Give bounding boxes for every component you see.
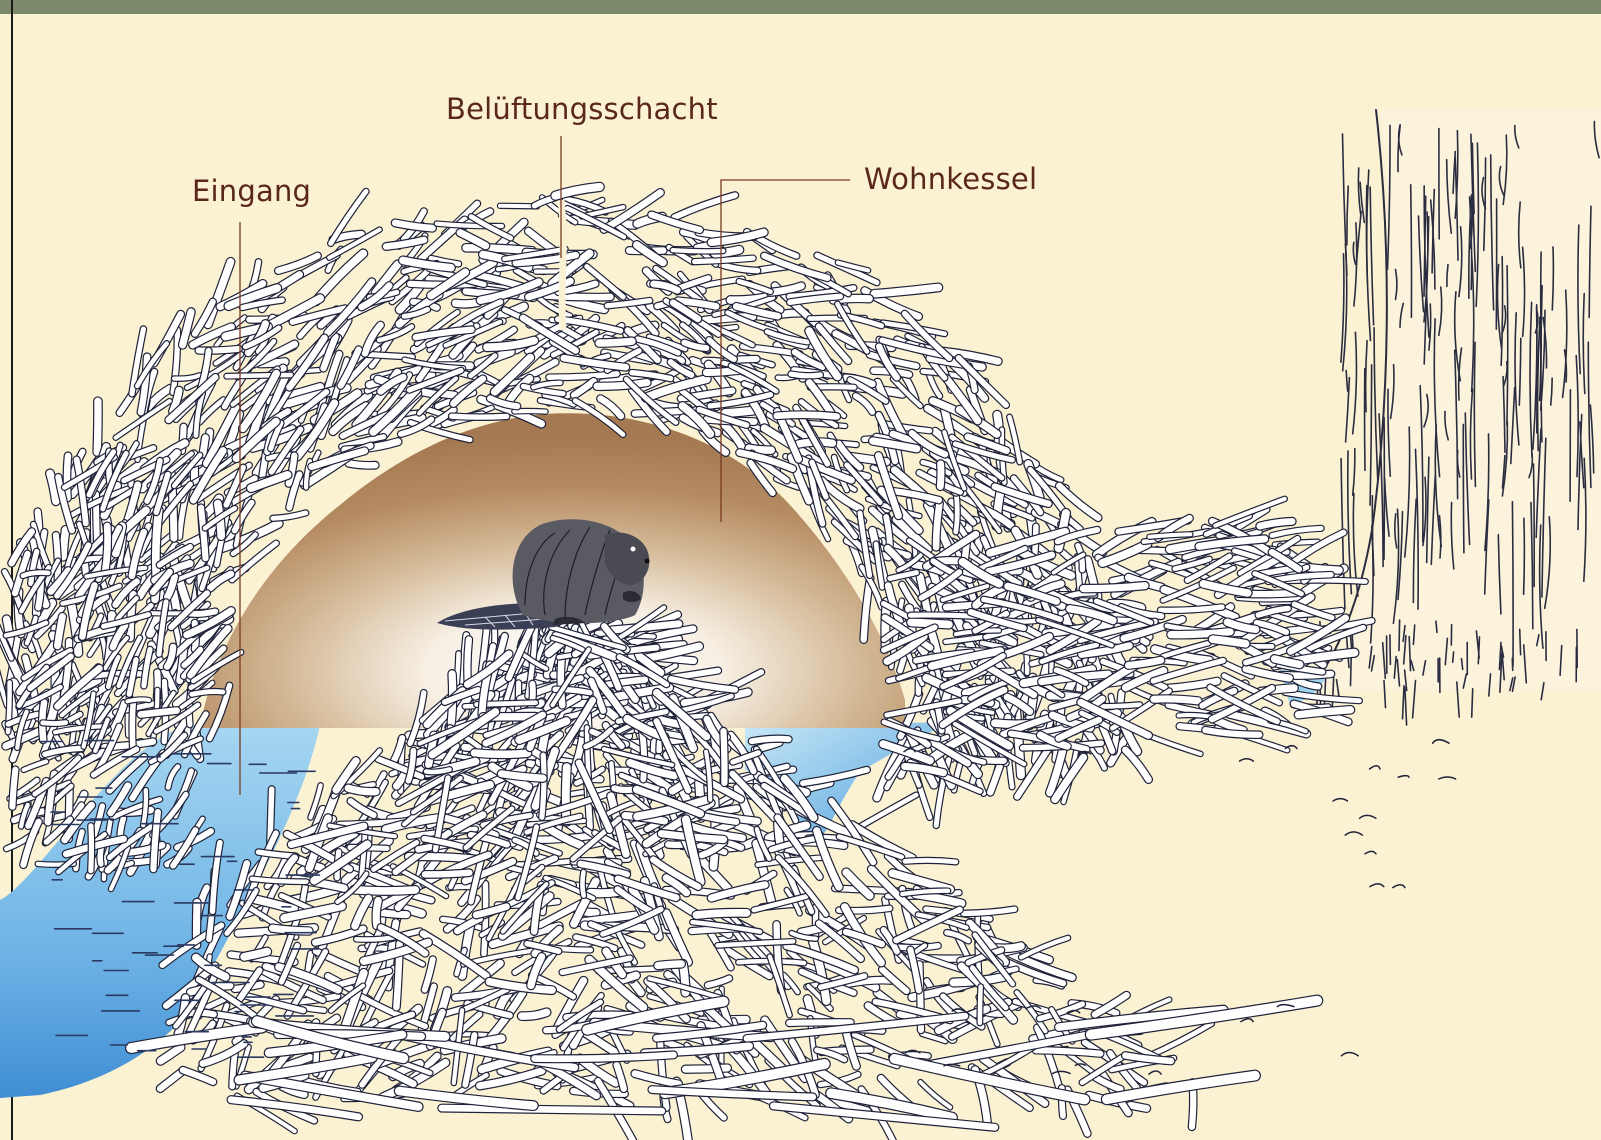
living-chamber-label: Wohnkessel: [864, 162, 1037, 196]
entrance-label: Eingang: [192, 174, 311, 208]
ventilation-shaft-label: Belüftungsschacht: [446, 92, 718, 126]
top-border-strip: [0, 0, 1601, 14]
